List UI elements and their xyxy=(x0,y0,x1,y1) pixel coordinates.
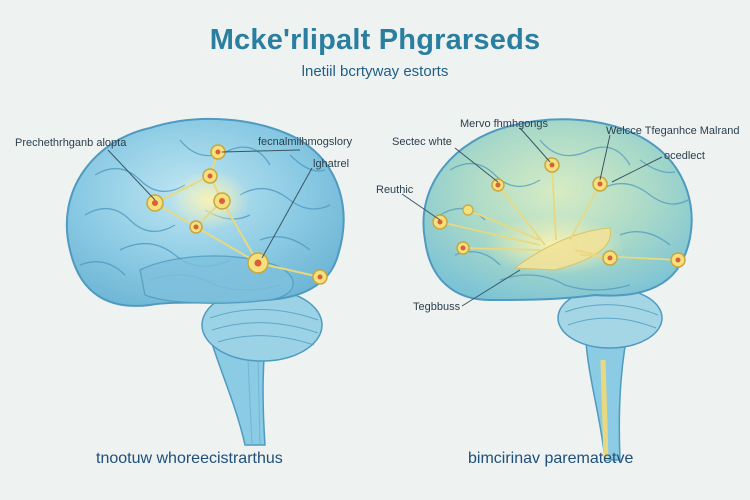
network-node xyxy=(456,241,470,255)
left-cerebellum-folds xyxy=(209,308,319,346)
right-nodes xyxy=(432,157,686,268)
left-caption: tnootuw whoreecistrarthus xyxy=(96,450,283,467)
right-leader-lines xyxy=(401,127,663,307)
left-leader-lines xyxy=(107,149,313,259)
right-label-reuthic: Reuthic xyxy=(376,184,414,196)
left-nodes xyxy=(146,144,328,285)
right-label-welcce: Welcce Tfeganhce Malrand xyxy=(606,125,740,137)
network-node xyxy=(544,157,560,173)
left-label-prefrontal: Prechethrhganb alopta xyxy=(15,137,127,149)
network-node xyxy=(602,250,618,266)
network-node xyxy=(432,214,448,230)
network-node xyxy=(462,204,474,216)
right-label-mervo: Mervo fhmhgongs xyxy=(460,118,549,130)
right-caption: bimcirinav parematetve xyxy=(468,450,634,467)
right-label-secret: Sectec whte xyxy=(392,136,452,148)
network-node xyxy=(202,168,218,184)
network-node xyxy=(491,178,505,192)
right-cerebellum-folds xyxy=(564,304,659,329)
network-node xyxy=(670,252,686,268)
diagram-title: Mcke'rlipalt Phgrarseds xyxy=(209,24,541,56)
right-brain-stem xyxy=(584,319,631,461)
right-label-tegbbuss: Tegbbuss xyxy=(413,301,461,313)
left-label-lateral: lghatrel xyxy=(313,158,350,170)
right-network xyxy=(439,164,679,275)
diagram-subtitle: lnetiil bcrtyway estorts xyxy=(301,63,449,80)
network-node xyxy=(213,192,231,210)
network-node xyxy=(312,269,328,285)
left-temporal-lobe xyxy=(139,255,294,304)
left-label-memory: fecnalmilhmogslory xyxy=(258,136,353,148)
network-node xyxy=(592,176,608,192)
network-node xyxy=(247,252,269,274)
network-node xyxy=(146,194,164,212)
network-node xyxy=(189,220,203,234)
right-label-ocedlect: ocedlect xyxy=(664,150,705,162)
left-network xyxy=(154,151,321,278)
right-gyri xyxy=(439,139,689,291)
